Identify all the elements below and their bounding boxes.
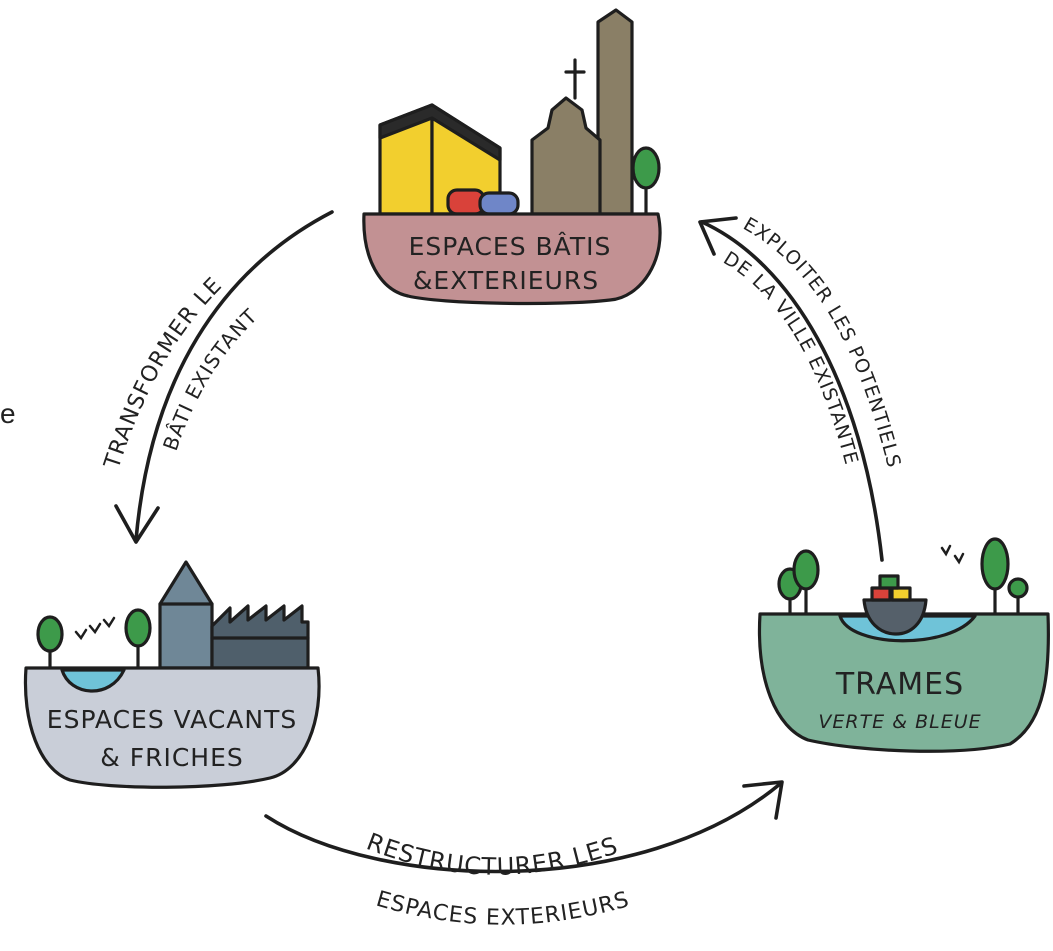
car-blue <box>478 191 520 216</box>
tree-icon <box>631 146 661 216</box>
arrow-bottom-label2: ESPACES EXTERIEURS <box>373 887 632 931</box>
island-base-bati <box>362 212 662 306</box>
island-base-vacants <box>23 666 321 789</box>
node-trames-line1: TRAMES <box>835 667 964 702</box>
arrow-right-label2: DE LA VILLE EXISTANTE <box>719 247 862 467</box>
tree-icon <box>980 537 1010 616</box>
yellow-building-icon <box>378 103 502 216</box>
stray-letter: e <box>0 398 16 429</box>
node-trames-line2: VERTE & BLEUE <box>818 711 981 733</box>
arrow-transformer: TRANSFORMER LE BÂTI EXISTANT <box>100 210 334 544</box>
birds-icon <box>940 544 965 565</box>
arrow-right-label2-path: DE LA VILLE EXISTANTE <box>719 247 861 467</box>
arrow-right-curve <box>700 220 884 562</box>
arrow-bottom-curve <box>264 782 782 874</box>
boat-cargo-green <box>878 574 900 590</box>
church-tower <box>596 8 634 216</box>
boat-icon <box>862 574 928 636</box>
factory-icon <box>158 560 310 670</box>
arrow-bottom-label2-path: ESPACES EXTERIEURS <box>373 887 631 931</box>
arrow-exploiter: EXPLOITER LES POTENTIELS DE LA VILLE EXI… <box>698 213 905 562</box>
tree-icon <box>124 608 152 670</box>
arrow-bottom-label1-path: RESTRUCTURER LES <box>363 828 621 881</box>
tree-icon <box>36 615 64 670</box>
arrow-restructurer: RESTRUCTURER LES ESPACES EXTERIEURS <box>264 780 784 931</box>
arrow-right-label1-path: EXPLOITER LES POTENTIELS <box>740 213 904 470</box>
tree-crown <box>124 608 152 648</box>
church-icon <box>530 8 634 216</box>
arrow-right-label1: EXPLOITER LES POTENTIELS <box>740 213 905 470</box>
node-trames: TRAMES VERTE & BLEUE <box>757 537 1051 753</box>
arrow-bottom-label1: RESTRUCTURER LES <box>363 828 622 881</box>
node-vacants-line2: & FRICHES <box>100 743 244 772</box>
node-espaces-batis: ESPACES BÂTIS &EXTERIEURS <box>362 8 662 306</box>
tree-crown <box>36 615 64 653</box>
island-base-trames <box>757 612 1051 753</box>
tree-crown <box>631 146 661 190</box>
node-espaces-vacants: ESPACES VACANTS & FRICHES <box>23 560 321 789</box>
tree-crown <box>980 537 1010 591</box>
birds-icon <box>74 616 116 641</box>
boat-hull <box>862 598 928 636</box>
tree-crown <box>792 549 820 591</box>
node-bati-line2: &EXTERIEURS <box>413 266 599 295</box>
cars-icon <box>446 188 520 216</box>
arrow-left-curve <box>134 210 334 542</box>
arrow-right-head <box>698 216 738 256</box>
tree-icon <box>792 549 820 616</box>
tree-icon <box>1007 577 1029 616</box>
tree-crown <box>1007 577 1029 599</box>
yellow-building-roof <box>378 103 502 162</box>
church-body <box>530 96 602 216</box>
factory-silo <box>158 560 214 670</box>
arrow-bottom-head <box>742 780 784 820</box>
node-vacants-line1: ESPACES VACANTS <box>47 705 297 734</box>
node-bati-line1: ESPACES BÂTIS <box>409 232 612 261</box>
arrow-left-head <box>114 504 160 544</box>
pond-icon <box>60 668 126 693</box>
boat-cargo-red <box>870 586 892 602</box>
boat-cargo-yellow <box>890 586 912 602</box>
